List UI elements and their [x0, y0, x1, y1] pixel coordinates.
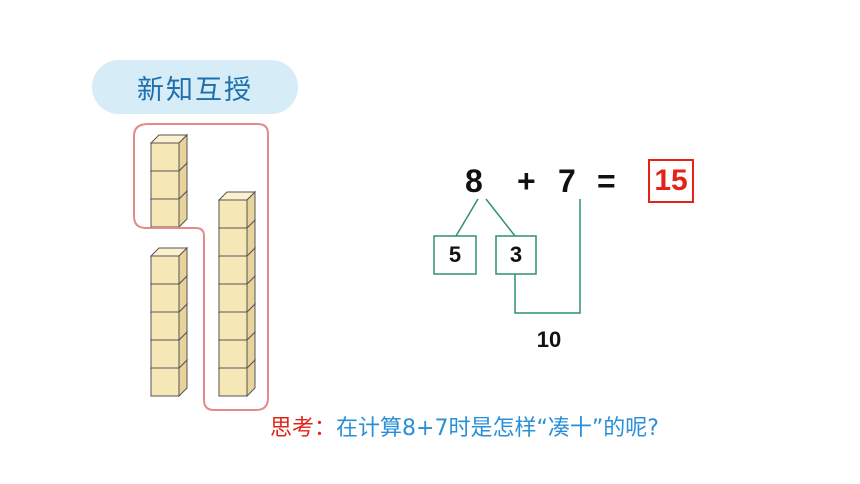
think-lead: 思考：	[270, 416, 337, 441]
split-line-right	[485, 198, 516, 237]
part-a-box	[433, 235, 477, 275]
part-b-box	[495, 235, 537, 275]
section-title: 新知互授	[92, 60, 298, 114]
answer-value: 15	[654, 164, 688, 197]
unit-cubes	[149, 133, 257, 398]
addend-right: 7	[558, 163, 576, 199]
ten-sum-label: 10	[536, 327, 562, 352]
answer-box: 15	[648, 159, 694, 203]
unit-cube-right	[217, 190, 257, 230]
think-question: 思考：在计算8+7时是怎样“凑十”的呢?	[270, 410, 659, 442]
equals-sign: =	[597, 163, 616, 199]
split-line-left	[455, 198, 479, 237]
unit-cube-left-top	[149, 133, 189, 173]
think-text: 在计算8+7时是怎样“凑十”的呢?	[336, 416, 659, 441]
part-a-label: 5	[448, 242, 462, 267]
plus-sign: +	[517, 163, 536, 199]
part-b-label: 3	[509, 242, 523, 267]
unit-cube-left-bottom	[149, 246, 189, 286]
addend-left: 8	[465, 163, 483, 199]
make-ten-loop	[133, 123, 269, 411]
ten-bracket	[514, 199, 581, 314]
